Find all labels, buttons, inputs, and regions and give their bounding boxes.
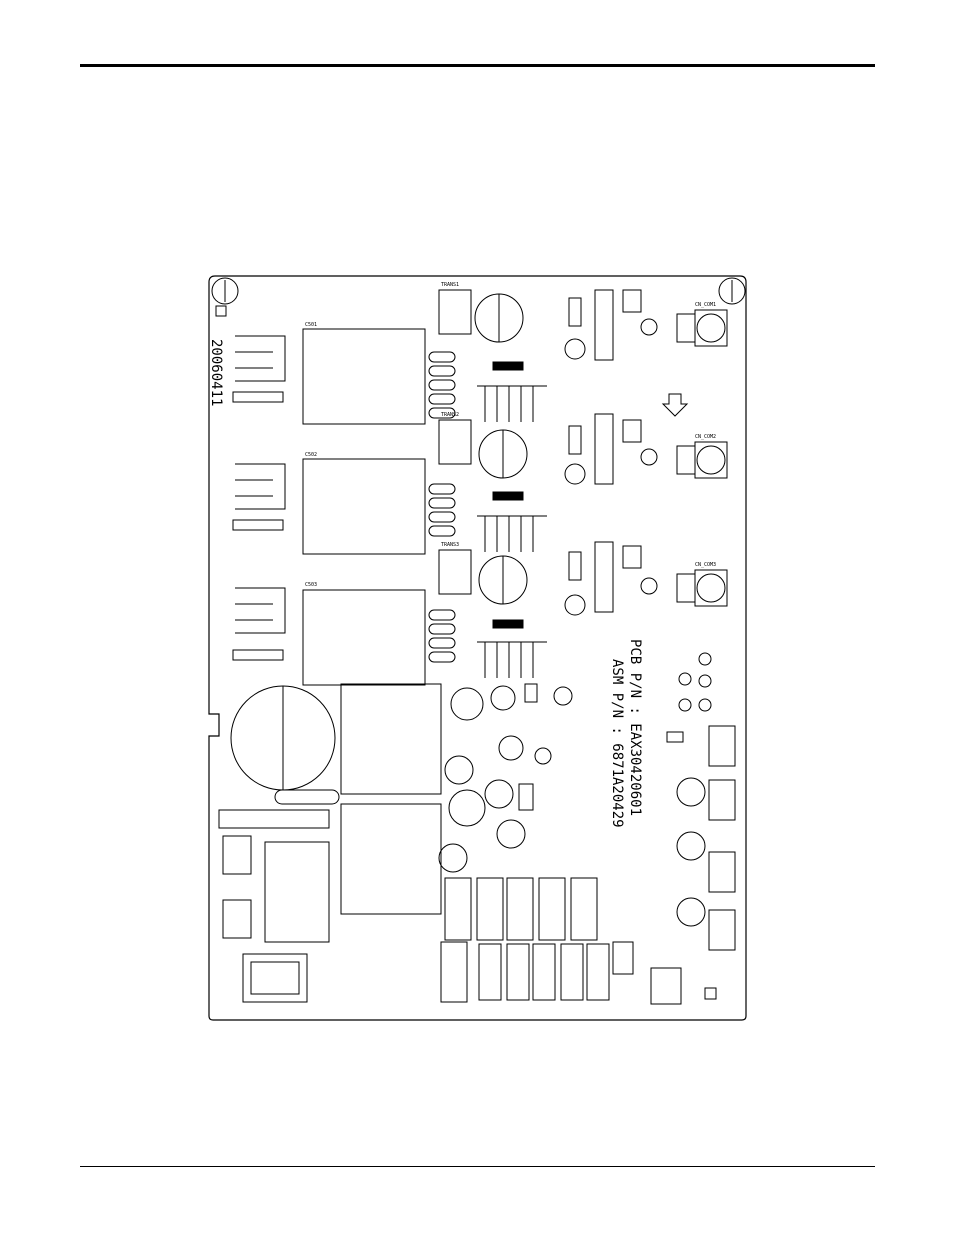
bottom-relays [440, 877, 682, 1005]
header-rule [80, 64, 875, 67]
fiducial-br [704, 987, 717, 1000]
direction-arrow [661, 393, 689, 417]
label-trans2: TRANS2 [441, 412, 459, 418]
label-trans1: TRANS1 [441, 282, 459, 288]
ac-input-connectors [222, 835, 330, 1003]
main-transformers [340, 683, 442, 915]
pcb-part-number: PCB P/N : EAX30420601 [627, 639, 643, 816]
date-code: 20060411 [208, 339, 224, 406]
left-regulators [232, 335, 286, 661]
label-trans3: TRANS3 [441, 542, 459, 548]
channel-components [564, 289, 658, 616]
heatsink-channels [474, 293, 547, 678]
mounting-hole-tr [718, 277, 746, 305]
label-cn-com3: CN_COM3 [695, 562, 716, 568]
label-c501: C501 [305, 322, 317, 328]
center-capacitors [438, 683, 573, 873]
right-connectors [676, 309, 736, 951]
indicator-components [666, 652, 712, 927]
fiducial-tl [215, 305, 227, 317]
footer-rule [80, 1166, 875, 1167]
mounting-hole-tl [211, 277, 239, 305]
board-outline [208, 275, 747, 1021]
bulk-capacitor [230, 685, 336, 791]
label-c503: C503 [305, 582, 317, 588]
transformer-blocks [302, 289, 472, 686]
label-c502: C502 [305, 452, 317, 458]
label-cn-com2: CN_COM2 [695, 434, 716, 440]
coil-stacks [428, 351, 456, 663]
pcb-layout-diagram: 20060411 ASM P/N : 6871A20429 PCB P/N : … [208, 275, 747, 1021]
terminal-strip [218, 809, 330, 829]
asm-part-number: ASM P/N : 6871A20429 [609, 659, 625, 828]
label-cn-com1: CN_COM1 [695, 302, 716, 308]
fuse-holder [274, 789, 340, 805]
